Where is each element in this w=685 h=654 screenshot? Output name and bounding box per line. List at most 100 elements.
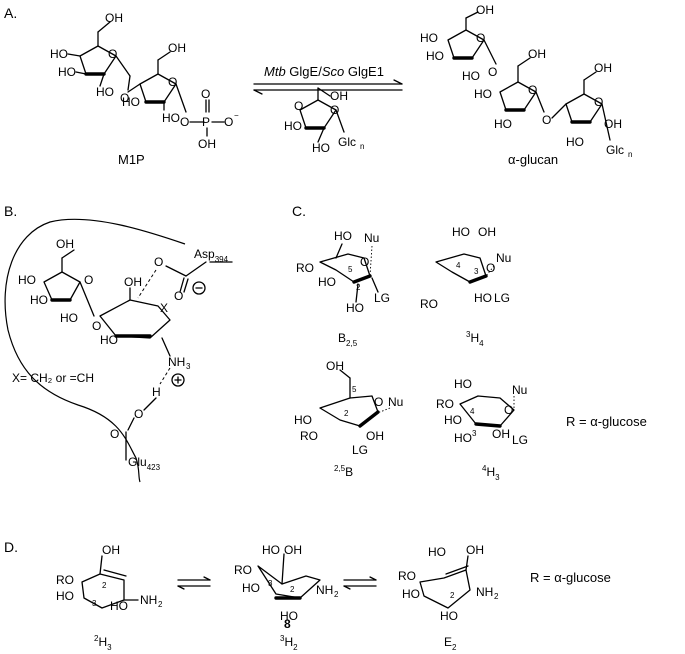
svg-text:O: O: [120, 91, 129, 105]
svg-text:HO: HO: [294, 413, 312, 427]
conformer-4h3-label: 4H3: [482, 464, 500, 482]
conformer-25b: OH 5 2 O Nu HO RO OH LG 2,5B: [294, 359, 403, 479]
svg-text:O: O: [330, 103, 339, 117]
svg-text:LG: LG: [352, 443, 368, 457]
svg-text:OH: OH: [56, 237, 74, 251]
svg-text:HO: HO: [30, 293, 48, 307]
svg-text:RO: RO: [436, 397, 454, 411]
svg-text:HO: HO: [100, 333, 118, 347]
svg-text:HO: HO: [494, 117, 512, 131]
svg-text:HO: HO: [280, 609, 298, 623]
svg-text:O: O: [108, 47, 117, 61]
conformer-3h4: HO OH Nu O 4 3 RO HO LG 3H4: [420, 225, 511, 348]
svg-text:O: O: [168, 75, 177, 89]
conformer-25b-label: 2,5B: [334, 464, 353, 479]
svg-text:RO: RO: [56, 573, 74, 587]
svg-text:HO: HO: [242, 581, 260, 595]
svg-text:O: O: [154, 255, 163, 269]
svg-text:OH: OH: [478, 225, 496, 239]
panel-c-label: C.: [292, 203, 306, 219]
svg-text:O: O: [224, 115, 233, 129]
panel-c: C. HO Nu O RO HO 5 2 HO LG B2,5 HO OH Nu…: [292, 203, 647, 482]
svg-text:OH: OH: [198, 137, 216, 151]
svg-text:HO: HO: [462, 69, 480, 83]
enzyme-label: Mtb GlgE/Sco GlgE1: [264, 64, 384, 79]
svg-text:HO: HO: [262, 543, 280, 557]
svg-text:Nu: Nu: [496, 251, 511, 265]
svg-text:LG: LG: [494, 291, 510, 305]
svg-text:n: n: [628, 150, 632, 159]
panel-a: A. OH O HO HO HO O OH O HO HO O P O O− O…: [4, 3, 632, 167]
svg-text:LG: LG: [512, 433, 528, 447]
equilibrium-arrow-d2: [343, 576, 377, 590]
svg-text:O: O: [542, 113, 551, 127]
svg-text:OH: OH: [528, 47, 546, 61]
svg-text:2: 2: [494, 592, 499, 601]
svg-text:OH: OH: [604, 117, 622, 131]
svg-text:2: 2: [344, 409, 349, 418]
svg-text:O: O: [174, 289, 183, 303]
svg-text:Glc: Glc: [606, 143, 624, 157]
svg-text:HO: HO: [122, 95, 140, 109]
svg-text:Nu: Nu: [512, 383, 527, 397]
svg-text:−: −: [234, 111, 239, 120]
svg-text:2: 2: [334, 590, 339, 599]
svg-text:NH: NH: [316, 583, 333, 597]
equilibrium-arrow-a: [253, 79, 403, 95]
svg-text:HO: HO: [110, 599, 128, 613]
svg-text:LG: LG: [374, 291, 390, 305]
r-group-note-d: R = α-glucose: [530, 570, 611, 585]
svg-text:3: 3: [92, 599, 97, 608]
svg-text:OH: OH: [102, 543, 120, 557]
asp-residue: Asp394: [194, 247, 229, 264]
svg-text:OH: OH: [284, 543, 302, 557]
svg-text:OH: OH: [466, 543, 484, 557]
svg-text:3: 3: [472, 429, 477, 438]
svg-text:HO: HO: [50, 47, 68, 61]
svg-text:HO: HO: [440, 609, 458, 623]
svg-text:HO: HO: [426, 49, 444, 63]
svg-text:HO: HO: [60, 311, 78, 325]
svg-text:NH: NH: [140, 593, 157, 607]
svg-text:RO: RO: [420, 297, 438, 311]
svg-text:HO: HO: [444, 413, 462, 427]
svg-text:HO: HO: [428, 545, 446, 559]
compound-number: 8: [284, 617, 291, 631]
svg-text:HO: HO: [402, 587, 420, 601]
svg-text:O: O: [360, 255, 369, 269]
svg-text:Glc: Glc: [338, 135, 356, 149]
svg-text:RO: RO: [234, 563, 252, 577]
svg-text:2: 2: [450, 591, 455, 600]
m1p-structure: OH O HO HO HO O OH O HO HO O P O O− OH M…: [50, 11, 239, 167]
svg-text:O: O: [84, 273, 93, 287]
svg-text:3: 3: [268, 579, 273, 588]
svg-text:O: O: [92, 319, 101, 333]
svg-text:HO: HO: [96, 85, 114, 99]
acceptor-glucan-structure: OH O HO O HO Glc n: [284, 87, 364, 155]
conformer-b25-label: B2,5: [338, 331, 358, 348]
svg-text:HO: HO: [284, 119, 302, 133]
panel-b-label: B.: [4, 203, 17, 219]
conformer-3h4-label: 3H4: [466, 330, 484, 348]
svg-text:HO: HO: [452, 225, 470, 239]
svg-text:H: H: [152, 385, 161, 399]
conformer-2h3-label: 2H3: [94, 634, 112, 652]
svg-text:O: O: [476, 31, 485, 45]
alpha-glucan-label: α-glucan: [508, 152, 558, 167]
svg-text:3: 3: [186, 362, 191, 371]
panel-b: B. Asp394 O O OH O HO HO HO O OH X HO NH…: [4, 203, 233, 483]
svg-text:NH: NH: [168, 355, 185, 369]
svg-text:O: O: [201, 87, 210, 101]
svg-text:RO: RO: [398, 569, 416, 583]
svg-text:RO: RO: [300, 429, 318, 443]
x-substituent-note: X= CH₂ or =CH: [12, 371, 94, 385]
svg-text:O: O: [374, 395, 383, 409]
svg-text:OH: OH: [326, 359, 344, 373]
conformer-b25: HO Nu O RO HO 5 2 HO LG B2,5: [296, 229, 390, 348]
svg-text:5: 5: [352, 385, 357, 394]
